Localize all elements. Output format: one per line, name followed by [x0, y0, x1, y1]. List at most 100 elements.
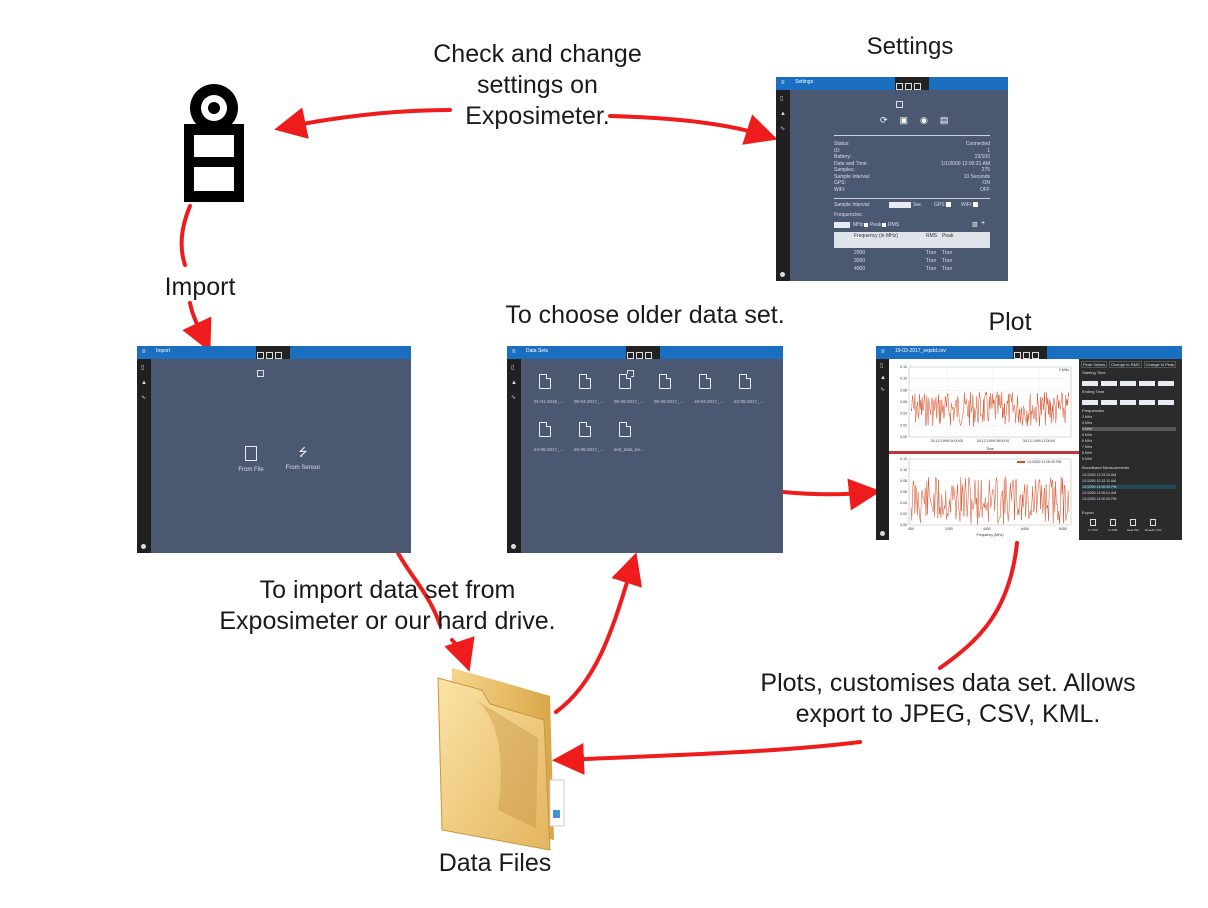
export-button[interactable]: Heat Plot — [1125, 519, 1141, 532]
panel-tabs: Peak Values Change to RMS Change to Peak — [1079, 359, 1182, 368]
gps-checkbox[interactable] — [946, 202, 951, 207]
export-label: to CSV — [1088, 528, 1098, 532]
add-icon[interactable]: + — [981, 220, 986, 227]
file-name: 19-03-2017_... — [694, 399, 724, 404]
broadband-item[interactable]: 1/1/2000 12:00:00 PM — [1082, 485, 1176, 489]
from-file-button[interactable]: From File — [231, 446, 271, 473]
broadband-item[interactable]: 1/1/2000 12:00:00 PM — [1082, 497, 1117, 501]
menu-icon[interactable]: ≡ — [142, 349, 146, 355]
upper-legend: 2 MHz — [1059, 368, 1069, 372]
export-button[interactable]: to KML — [1105, 519, 1121, 532]
dataset-file[interactable]: 01-01-2016_... — [534, 374, 563, 404]
chart-icon[interactable]: ∿ — [780, 126, 786, 132]
divider — [834, 135, 990, 136]
arrow-exposimeter-to-import — [179, 204, 192, 267]
from-sensor-button[interactable]: ⭍ From Sensor — [281, 446, 325, 471]
sample-interval-input[interactable] — [889, 202, 911, 208]
ending-time-inputs[interactable] — [1082, 400, 1176, 405]
import-window: ≡ Import ▯ ▲ ∿ From File ⭍ From Sensor — [137, 346, 411, 553]
check-settings-label: Check and change settings on Exposimeter… — [433, 40, 642, 130]
menu-icon[interactable]: ≡ — [781, 80, 785, 86]
lower-y-tick: 0.02 — [900, 512, 907, 516]
frequency-item[interactable]: 9 MHz — [1082, 457, 1093, 461]
settings-label: Settings — [866, 33, 954, 60]
status-key: Battery: — [834, 154, 852, 160]
frequency-item[interactable]: 4 MHz — [1082, 427, 1176, 431]
wifi-label: WiFi: — [961, 202, 973, 208]
arrow-plot-to-datafiles — [938, 541, 1019, 670]
dataset-file[interactable]: 19-03-2017_... — [694, 374, 724, 404]
wifi-checkbox[interactable] — [973, 202, 978, 207]
settings-gear-icon[interactable] — [880, 531, 885, 536]
chart-icon[interactable]: ∿ — [141, 395, 147, 401]
status-value: 10 Seconds — [963, 173, 990, 180]
document-icon[interactable]: ▯ — [141, 365, 145, 371]
frequency-item[interactable]: 7 MHz — [1082, 445, 1093, 449]
window-toolbar[interactable] — [626, 346, 660, 377]
frequency-item[interactable]: 8 MHz — [1082, 451, 1093, 455]
starting-time-inputs[interactable] — [1082, 381, 1176, 386]
tab-change-peak[interactable]: Change to Peak — [1143, 361, 1177, 368]
window-toolbar[interactable] — [895, 77, 929, 108]
upper-x-tick: 30-12-1999 12:00:00 — [1023, 439, 1056, 443]
settings-gear-icon[interactable] — [511, 544, 516, 549]
dataset-file[interactable]: 05-06-2017_... — [614, 374, 643, 404]
dataset-file[interactable]: 05-04-2017_... — [574, 374, 603, 404]
import-icon[interactable]: ▲ — [780, 111, 786, 117]
status-row: GPS:ON — [834, 180, 990, 187]
frequency-item[interactable]: 3 MHz — [1082, 421, 1093, 425]
peak-label: Peak — [870, 222, 882, 228]
file-icon — [539, 374, 551, 389]
dataset-file[interactable]: 22-05-2017_... — [734, 374, 763, 404]
document-icon[interactable]: ▯ — [780, 96, 784, 102]
frequency-item[interactable]: 6 MHz — [1082, 439, 1093, 443]
frequency-item[interactable]: 2 MHz — [1082, 415, 1093, 419]
chart-icon[interactable]: ∿ — [880, 387, 886, 393]
lower-y-tick: 0.00 — [900, 523, 907, 527]
arrow-datasets-to-plot — [781, 478, 881, 511]
document-icon[interactable]: ▯ — [511, 365, 515, 371]
dataset-file[interactable]: 06-06-2017_... — [654, 374, 683, 404]
document-icon[interactable]: ▯ — [880, 363, 884, 369]
rms-checkbox[interactable] — [882, 223, 886, 227]
datasets-window: ≡ Data Sets ▯ ▲ ∿ 01-01-2016_...05-04-20… — [507, 346, 783, 553]
tab-change-rms[interactable]: Change to RMS — [1109, 361, 1142, 368]
status-row: Status:Connected — [834, 141, 990, 148]
peak-checkbox[interactable] — [864, 223, 868, 227]
status-row: ID:1 — [834, 148, 990, 155]
frequency-item[interactable]: 5 MHz — [1082, 433, 1093, 437]
export-button[interactable]: Broadb. Plot — [1145, 519, 1162, 532]
import-icon[interactable]: ▲ — [511, 380, 517, 386]
broadband-item[interactable]: 1/1/2000 12:12:11 AM — [1082, 479, 1116, 483]
export-label: Export — [1082, 510, 1094, 515]
chart-icon[interactable]: ∿ — [511, 395, 517, 401]
settings-gear-icon[interactable] — [141, 544, 146, 549]
broadband-item[interactable]: 1/1/2000 12:31:04 AM — [1082, 473, 1117, 477]
import-icon[interactable]: ▲ — [141, 380, 147, 386]
settings-action-icons[interactable]: ⟳▣◉▤ — [880, 115, 961, 125]
broadband-item[interactable]: 1/1/2000 12:00:01 AM — [1082, 491, 1117, 495]
menu-icon[interactable]: ≡ — [512, 349, 516, 355]
status-value: ON — [982, 180, 991, 186]
import-icon[interactable]: ▲ — [880, 375, 886, 381]
status-value: OFF — [980, 186, 990, 193]
window-toolbar[interactable] — [256, 346, 290, 377]
tab-peak-values[interactable]: Peak Values — [1081, 361, 1108, 368]
dataset-file[interactable]: test_data_be... — [614, 422, 644, 452]
window-title: 19-03-2017_expdd.csv — [895, 348, 946, 354]
import-label: Import — [164, 273, 236, 301]
file-icon — [579, 422, 591, 437]
export-label: to KML — [1108, 528, 1118, 532]
window-toolbar[interactable] — [1013, 346, 1047, 377]
frequency-input[interactable] — [834, 222, 850, 228]
delete-icon[interactable]: ▥ — [972, 222, 978, 228]
dataset-file[interactable]: 24-05-2017_... — [534, 422, 563, 452]
dataset-file[interactable]: 26-05-2017_... — [574, 422, 603, 452]
settings-gear-icon[interactable] — [780, 272, 785, 277]
export-button[interactable]: to CSV — [1085, 519, 1101, 532]
menu-icon[interactable]: ≡ — [881, 349, 885, 355]
